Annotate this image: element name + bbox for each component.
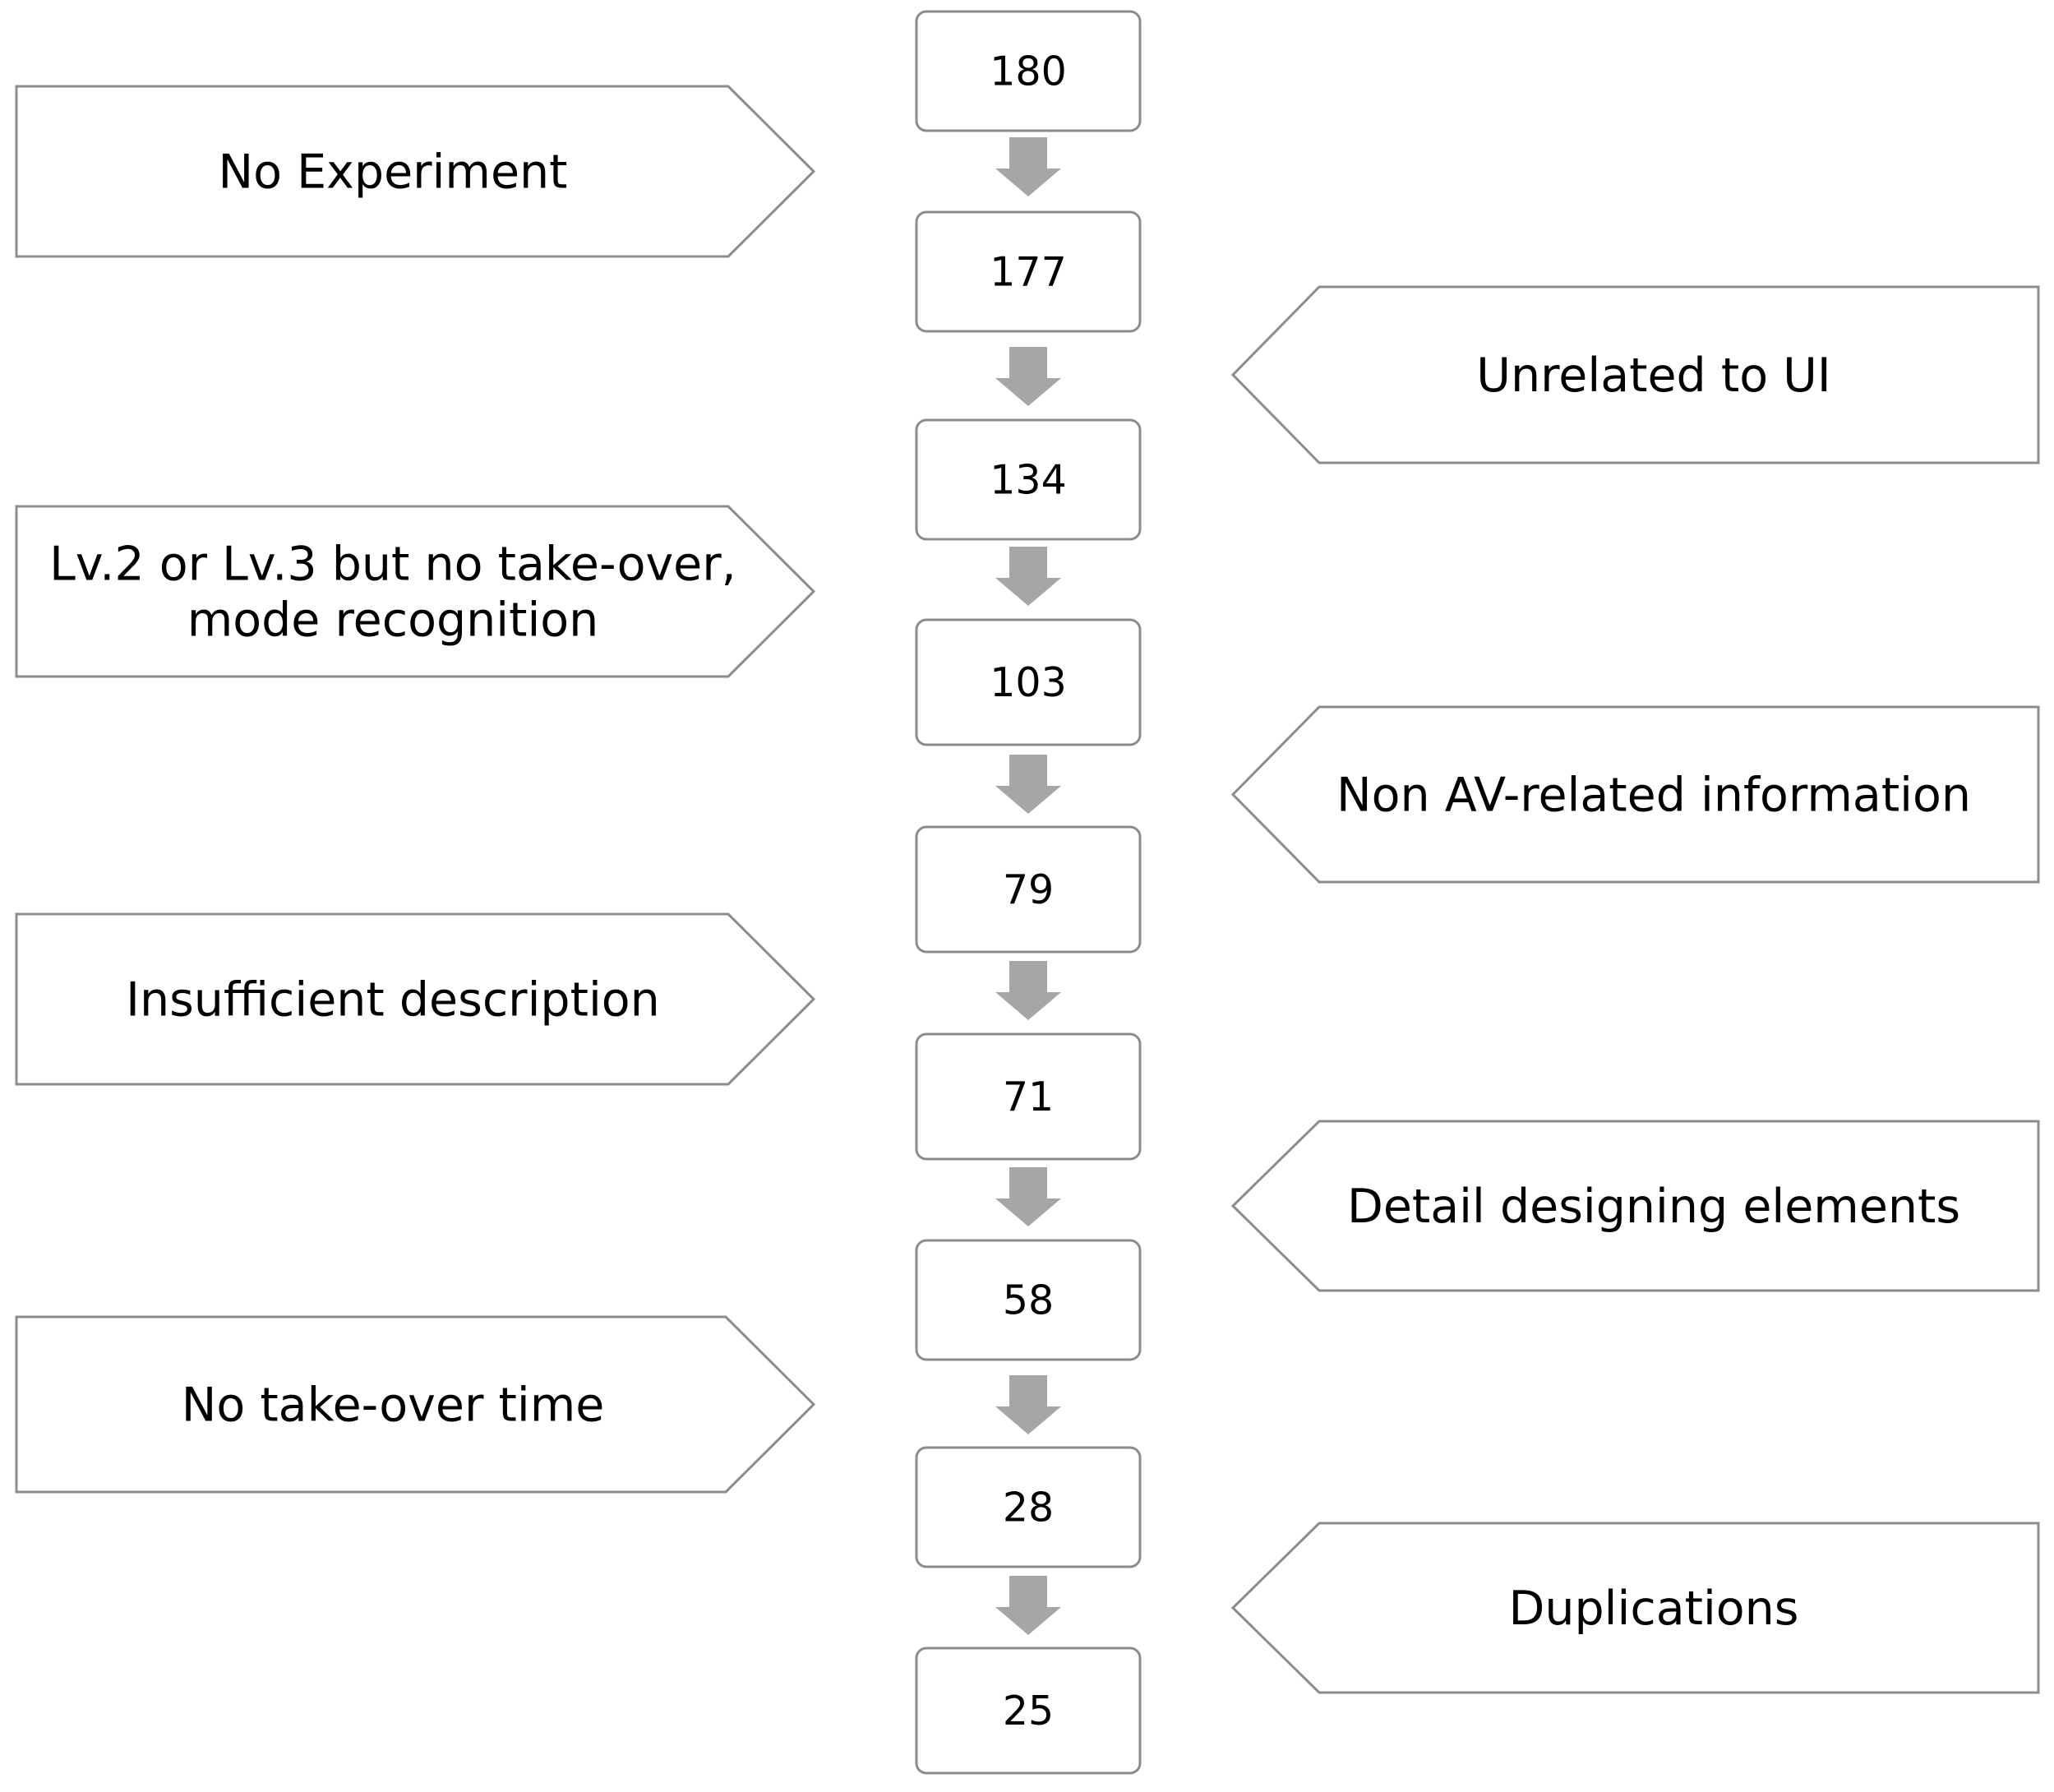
count-value: 71 [1003, 1074, 1054, 1120]
count-box-71: 71 [915, 1032, 1142, 1161]
count-value: 134 [990, 457, 1067, 504]
count-box-58: 58 [915, 1239, 1142, 1361]
exclusion-left-1: No Experiment [15, 85, 816, 258]
pentagon-arrow-shape [1230, 705, 2040, 884]
count-box-79: 79 [915, 825, 1142, 954]
count-value: 58 [1003, 1277, 1054, 1324]
count-box-frame [915, 1032, 1142, 1161]
count-box-180: 180 [915, 10, 1142, 132]
exclusion-label-line: Non AV-related information [1336, 769, 1971, 823]
count-box-frame [915, 1647, 1142, 1775]
count-value: 180 [990, 48, 1067, 95]
down-arrow-icon [995, 547, 1061, 606]
exclusion-label-line: Insufficient description [126, 973, 660, 1028]
count-value: 103 [990, 659, 1067, 706]
count-box-frame [915, 10, 1142, 132]
exclusion-left-3: Insufficient description [15, 912, 816, 1086]
count-value: 79 [1003, 866, 1054, 913]
pentagon-arrow-shape [1230, 1120, 2040, 1292]
down-arrow-icon [995, 1576, 1061, 1635]
count-box-frame [915, 210, 1142, 333]
pentagon-arrow-shape [1230, 1522, 2040, 1694]
count-box-frame [915, 1446, 1142, 1568]
pentagon-arrow-shape [15, 1315, 816, 1494]
exclusion-right-3: Detail designing elements [1230, 1120, 2040, 1292]
down-arrow-icon [995, 1167, 1061, 1226]
exclusion-label-line: mode recognition [187, 593, 599, 648]
exclusion-right-1: Unrelated to UI [1230, 285, 2040, 464]
pentagon-arrow-shape [15, 505, 816, 678]
exclusion-right-2: Non AV-related information [1230, 705, 2040, 884]
count-box-25: 25 [915, 1647, 1142, 1775]
exclusion-label-line: Detail designing elements [1347, 1180, 1960, 1234]
count-box-frame [915, 825, 1142, 954]
count-box-134: 134 [915, 418, 1142, 541]
count-box-frame [915, 1239, 1142, 1361]
count-box-frame [915, 418, 1142, 541]
exclusion-label-line: No take-over time [182, 1379, 605, 1433]
exclusion-left-2: Lv.2 or Lv.3 but no take-over,mode recog… [15, 505, 816, 678]
exclusion-label-line: Duplications [1508, 1582, 1798, 1636]
count-value: 177 [990, 249, 1067, 296]
pentagon-arrow-shape [15, 85, 816, 258]
exclusion-right-4: Duplications [1230, 1522, 2040, 1694]
count-box-177: 177 [915, 210, 1142, 333]
down-arrow-icon [995, 755, 1061, 814]
exclusion-label-line: Unrelated to UI [1476, 349, 1830, 403]
exclusion-label-line: Lv.2 or Lv.3 but no take-over, [49, 538, 736, 592]
count-value: 25 [1003, 1688, 1054, 1734]
exclusion-left-4: No take-over time [15, 1315, 816, 1494]
count-box-frame [915, 618, 1142, 746]
count-box-103: 103 [915, 618, 1142, 746]
exclusion-label-line: No Experiment [219, 145, 568, 200]
pentagon-arrow-shape [1230, 285, 2040, 464]
count-value: 28 [1003, 1485, 1054, 1531]
down-arrow-icon [995, 347, 1061, 406]
pentagon-arrow-shape [15, 912, 816, 1086]
down-arrow-icon [995, 137, 1061, 196]
count-box-28: 28 [915, 1446, 1142, 1568]
down-arrow-icon [995, 961, 1061, 1020]
down-arrow-icon [995, 1375, 1061, 1434]
